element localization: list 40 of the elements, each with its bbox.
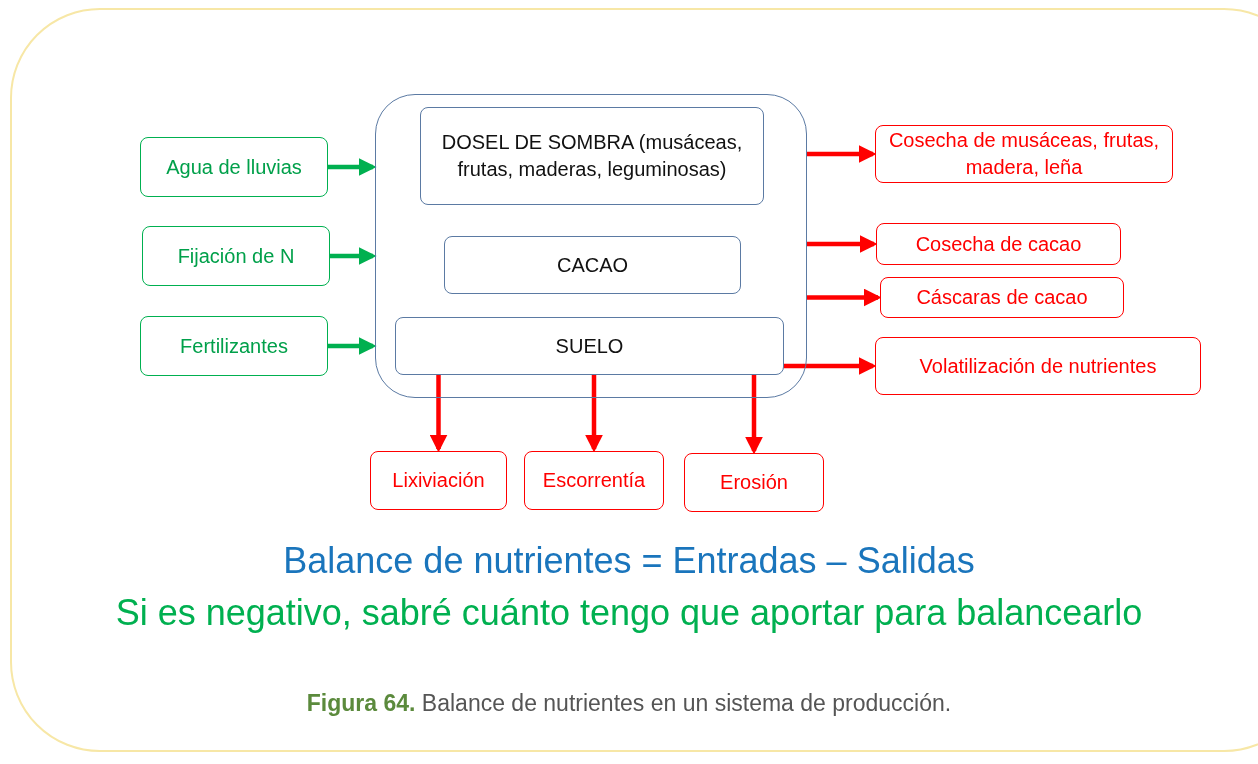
arrow: [783, 357, 877, 375]
node-text: DOSEL DE SOMBRA (musáceas, frutas, maderas, leguminosas): [440, 130, 744, 182]
arrow: [585, 374, 603, 453]
node-box: [876, 223, 1121, 265]
node-box: [444, 236, 741, 294]
arrow: [429, 374, 448, 453]
node-text: Cosecha de cacao: [915, 231, 1082, 257]
summary-text: Balance de nutrientes = Entradas – Salidas: [283, 540, 975, 581]
node-box: [420, 107, 764, 205]
summary-text: Si es negativo, sabré cuánto tengo que aportar para balancearlo: [115, 592, 1143, 633]
arrow: [328, 158, 377, 176]
node-box: [524, 451, 664, 510]
arrow: [330, 247, 377, 265]
node-box: [875, 337, 1201, 395]
node-text: Cáscaras de cacao: [916, 285, 1088, 310]
node-text: Erosión: [720, 470, 788, 495]
arrow: [807, 288, 882, 307]
node-text: SUELO: [555, 333, 624, 359]
node-box: [880, 277, 1124, 318]
node-box: [142, 226, 330, 286]
node-text: Agua de lluvias: [166, 154, 302, 180]
node-box: [370, 451, 507, 510]
node-text: Fertilizantes: [180, 333, 288, 359]
node-box: [684, 453, 824, 512]
node-text: Cosecha de musáceas, frutas, madera, leña: [887, 128, 1161, 180]
node-box: [140, 137, 328, 197]
system-box: [375, 94, 807, 398]
node-box: [395, 317, 784, 375]
node-text: Escorrentía: [542, 468, 646, 493]
arrow: [328, 337, 377, 355]
node-text: Lixiviación: [392, 468, 485, 493]
node-text: Volatilización de nutrientes: [919, 353, 1157, 379]
node-text: CACAO: [556, 252, 629, 278]
arrow: [745, 374, 763, 455]
node-box: [875, 125, 1173, 183]
arrow: [807, 145, 877, 163]
arrow: [807, 235, 878, 253]
node-box: [140, 316, 328, 376]
figure-caption: Figura 64. Balance de nutrientes en un sistema de producción.: [306, 690, 952, 716]
node-text: Fijación de N: [177, 243, 295, 269]
